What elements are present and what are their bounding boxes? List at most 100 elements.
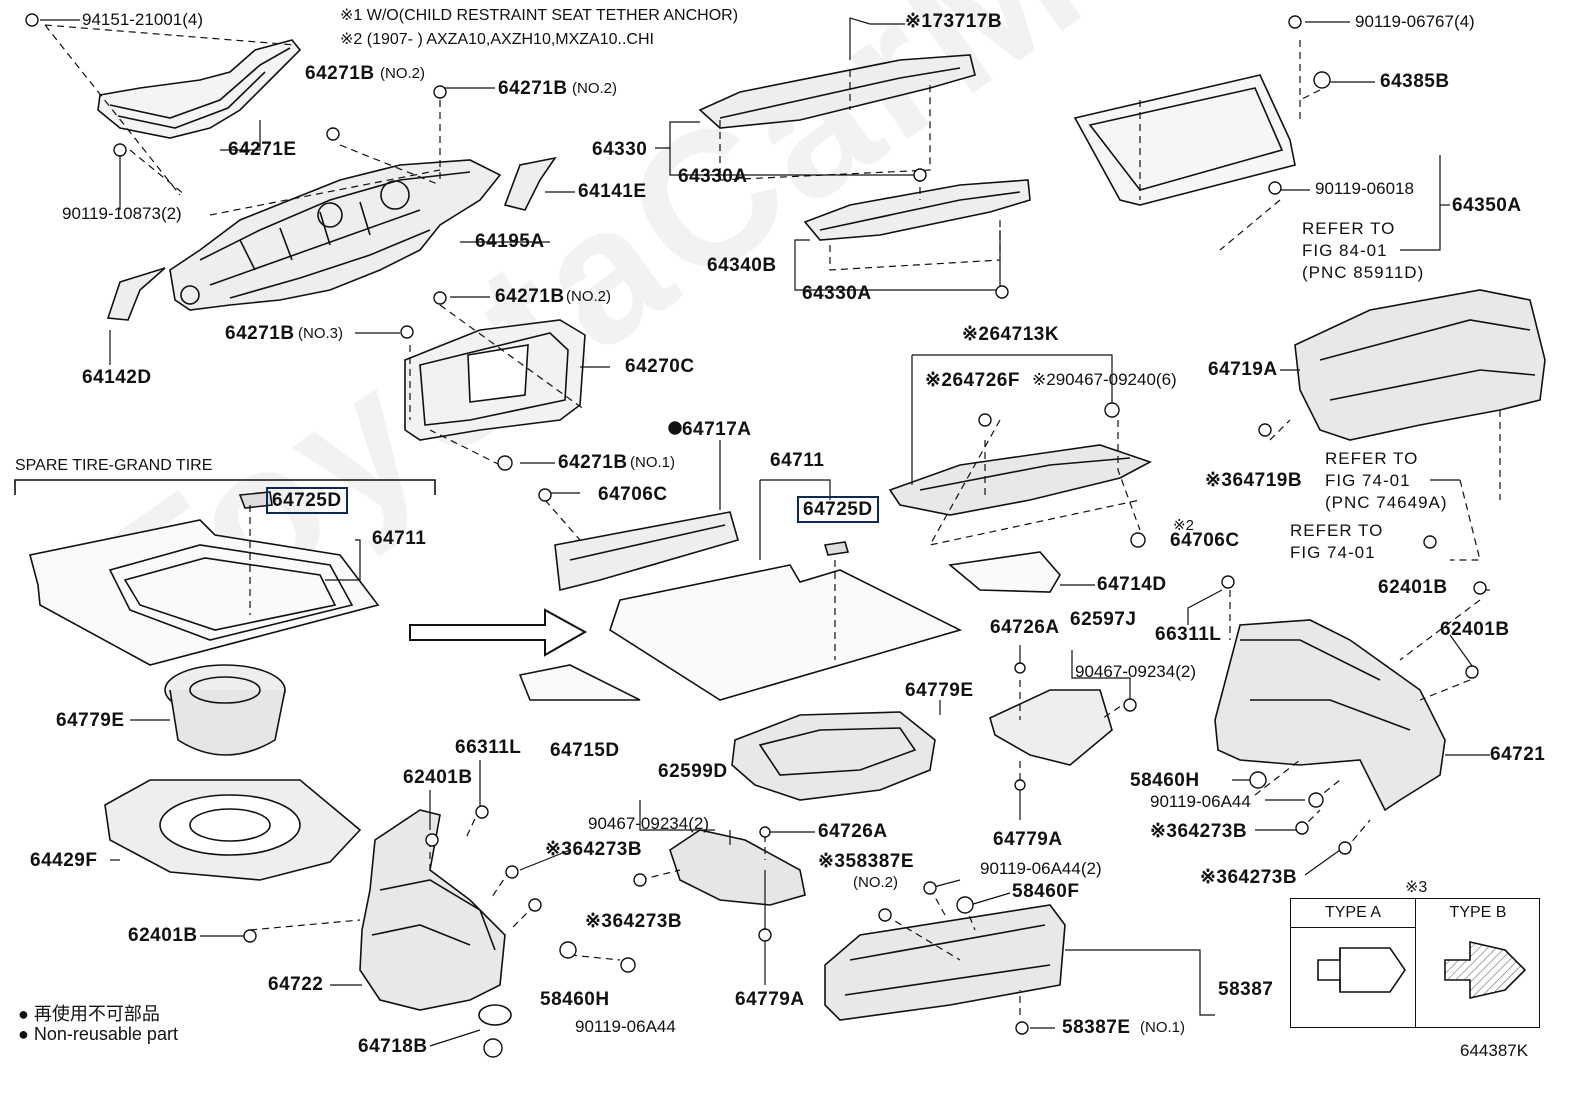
label-94151-21001[interactable]: 94151-21001(4) bbox=[82, 10, 203, 29]
label-62401B-left[interactable]: 62401B bbox=[128, 925, 198, 946]
label-90467-09234-a[interactable]: 90467-09234(2) bbox=[588, 814, 709, 833]
label-62401B-r2[interactable]: 62401B bbox=[1440, 619, 1510, 640]
part-64350A bbox=[1073, 74, 1296, 206]
part-64722 bbox=[359, 809, 512, 1026]
label-58460H-b[interactable]: 58460H bbox=[540, 989, 610, 1010]
label-64273B-r2[interactable]: ※364273B bbox=[1200, 867, 1298, 888]
label-64711-top[interactable]: 64711 bbox=[770, 450, 825, 471]
label-64271B-no1[interactable]: 64271B bbox=[558, 452, 628, 473]
type-b-label: TYPE B bbox=[1449, 904, 1507, 921]
label-64714D[interactable]: 64714D bbox=[1097, 574, 1167, 595]
label-64195A[interactable]: 64195A bbox=[475, 231, 545, 252]
part-64717A bbox=[554, 511, 739, 591]
label-90119-06018[interactable]: 90119-06018 bbox=[1315, 179, 1414, 198]
label-64779E-right[interactable]: 64779E bbox=[905, 680, 974, 701]
label-64271B-no3[interactable]: 64271B bbox=[225, 323, 295, 344]
label-90119-06A44-right[interactable]: 90119-06A44 bbox=[1150, 792, 1251, 811]
label-64271E[interactable]: 64271E bbox=[228, 139, 297, 160]
label-62401B-r1[interactable]: 62401B bbox=[1378, 577, 1448, 598]
label-62401B-mid[interactable]: 62401B bbox=[403, 767, 473, 788]
label-90119-06767[interactable]: 90119-06767(4) bbox=[1355, 12, 1475, 31]
label-64141E[interactable]: 64141E bbox=[578, 181, 647, 202]
label-90119-10873[interactable]: 90119-10873(2) bbox=[62, 204, 182, 223]
label-64718B[interactable]: 64718B bbox=[358, 1036, 428, 1057]
label-73717B[interactable]: ※173717B bbox=[905, 11, 1003, 32]
label-90119-06A44-2[interactable]: 90119-06A44(2) bbox=[980, 859, 1102, 878]
label-62599D[interactable]: 62599D bbox=[658, 761, 728, 782]
clip-type-table: TYPE A TYPE B bbox=[1290, 898, 1540, 1028]
refer-74-01-line3: (PNC 74649A) bbox=[1325, 493, 1448, 512]
label-58460F[interactable]: 58460F bbox=[1012, 881, 1080, 902]
refer-74-01-line2[interactable]: FIG 74-01 bbox=[1325, 471, 1411, 490]
label-64350A[interactable]: 64350A bbox=[1452, 195, 1522, 216]
label-64270C[interactable]: 64270C bbox=[625, 356, 695, 377]
part-58387 bbox=[824, 904, 1066, 1021]
refer-84-01-line2[interactable]: FIG 84-01 bbox=[1302, 241, 1388, 260]
label-64725D-b[interactable]: 64725D bbox=[797, 496, 879, 523]
label-64726A-b[interactable]: 64726A bbox=[818, 821, 888, 842]
label-90467-09234-b[interactable]: 90467-09234(2) bbox=[1075, 662, 1196, 681]
label-58387E-a[interactable]: ※358387E bbox=[818, 851, 914, 872]
label-64429F[interactable]: 64429F bbox=[30, 850, 98, 871]
refer-74-01-b-line2[interactable]: FIG 74-01 bbox=[1290, 543, 1376, 562]
label-290467-09240[interactable]: ※290467-09240(6) bbox=[1032, 370, 1177, 389]
label-64271B-no2-a[interactable]: 64271B bbox=[305, 63, 375, 84]
type-a-header: TYPE A bbox=[1291, 899, 1415, 928]
label-66311L-b[interactable]: 66311L bbox=[455, 737, 522, 758]
label-90119-06A44-b[interactable]: 90119-06A44 bbox=[575, 1017, 676, 1036]
label-64273B-b[interactable]: ※364273B bbox=[585, 911, 683, 932]
part-64429F bbox=[104, 779, 362, 881]
label-64725D-a[interactable]: 64725D bbox=[266, 487, 348, 514]
label-64779E-left[interactable]: 64779E bbox=[56, 710, 125, 731]
label-64715D[interactable]: 64715D bbox=[550, 740, 620, 761]
part-64714D bbox=[948, 551, 1061, 593]
label-64726F[interactable]: ※264726F bbox=[925, 370, 1020, 391]
label-64711-left[interactable]: 64711 bbox=[372, 528, 427, 549]
label-no2-c: (NO.2) bbox=[566, 288, 611, 305]
label-64271B-no2-c[interactable]: 64271B bbox=[495, 286, 565, 307]
part-64719A bbox=[1294, 289, 1546, 441]
label-64330A-b[interactable]: 64330A bbox=[802, 283, 872, 304]
label-64271B-no2-b[interactable]: 64271B bbox=[498, 78, 568, 99]
label-58460H-right[interactable]: 58460H bbox=[1130, 770, 1200, 791]
label-64273B-r1[interactable]: ※364273B bbox=[1150, 821, 1248, 842]
label-64142D[interactable]: 64142D bbox=[82, 367, 152, 388]
part-64271E bbox=[97, 39, 302, 139]
refer-84-01-line1: REFER TO bbox=[1302, 219, 1396, 238]
label-64719A[interactable]: 64719A bbox=[1208, 359, 1278, 380]
label-64779A-right[interactable]: 64779A bbox=[993, 829, 1063, 850]
label-64719B[interactable]: ※364719B bbox=[1205, 470, 1303, 491]
type-box-marker: ※3 bbox=[1405, 879, 1428, 896]
part-64713K bbox=[888, 444, 1153, 516]
label-66311L-right[interactable]: 66311L bbox=[1155, 624, 1222, 645]
part-64270C bbox=[404, 319, 586, 441]
label-58387[interactable]: 58387 bbox=[1218, 979, 1274, 1000]
label-64779A-b[interactable]: 64779A bbox=[735, 989, 805, 1010]
label-64330A-a[interactable]: 64330A bbox=[678, 166, 748, 187]
part-64340B bbox=[803, 179, 1031, 241]
part-64721 bbox=[1214, 619, 1446, 812]
label-64273B-a[interactable]: ※364273B bbox=[545, 839, 643, 860]
label-no1: (NO.1) bbox=[630, 454, 675, 471]
label-64726A-right[interactable]: 64726A bbox=[990, 617, 1060, 638]
part-64330 bbox=[698, 54, 976, 129]
part-64195A bbox=[169, 159, 502, 311]
label-64706C-mark: ※2 bbox=[1173, 517, 1194, 534]
part-64779E-left bbox=[164, 664, 286, 756]
label-64706C-b[interactable]: 64706C bbox=[1170, 530, 1240, 551]
label-64722[interactable]: 64722 bbox=[268, 974, 324, 995]
clip-type-b bbox=[1444, 940, 1527, 1000]
part-64711-center bbox=[518, 564, 963, 701]
label-58387E-b[interactable]: 58387E bbox=[1062, 1017, 1131, 1038]
label-64330[interactable]: 64330 bbox=[592, 139, 648, 160]
part-64142D bbox=[106, 267, 166, 321]
label-64717A[interactable]: ●64717A bbox=[670, 419, 752, 440]
label-64340B[interactable]: 64340B bbox=[707, 255, 777, 276]
label-64721[interactable]: 64721 bbox=[1490, 744, 1546, 765]
label-62597J[interactable]: 62597J bbox=[1070, 609, 1137, 630]
type-b-header: TYPE B bbox=[1415, 899, 1540, 1028]
label-64706C-a[interactable]: 64706C bbox=[598, 484, 668, 505]
label-64713K[interactable]: ※264713K bbox=[962, 324, 1060, 345]
label-64385B[interactable]: 64385B bbox=[1380, 71, 1450, 92]
part-64141E bbox=[503, 156, 557, 211]
